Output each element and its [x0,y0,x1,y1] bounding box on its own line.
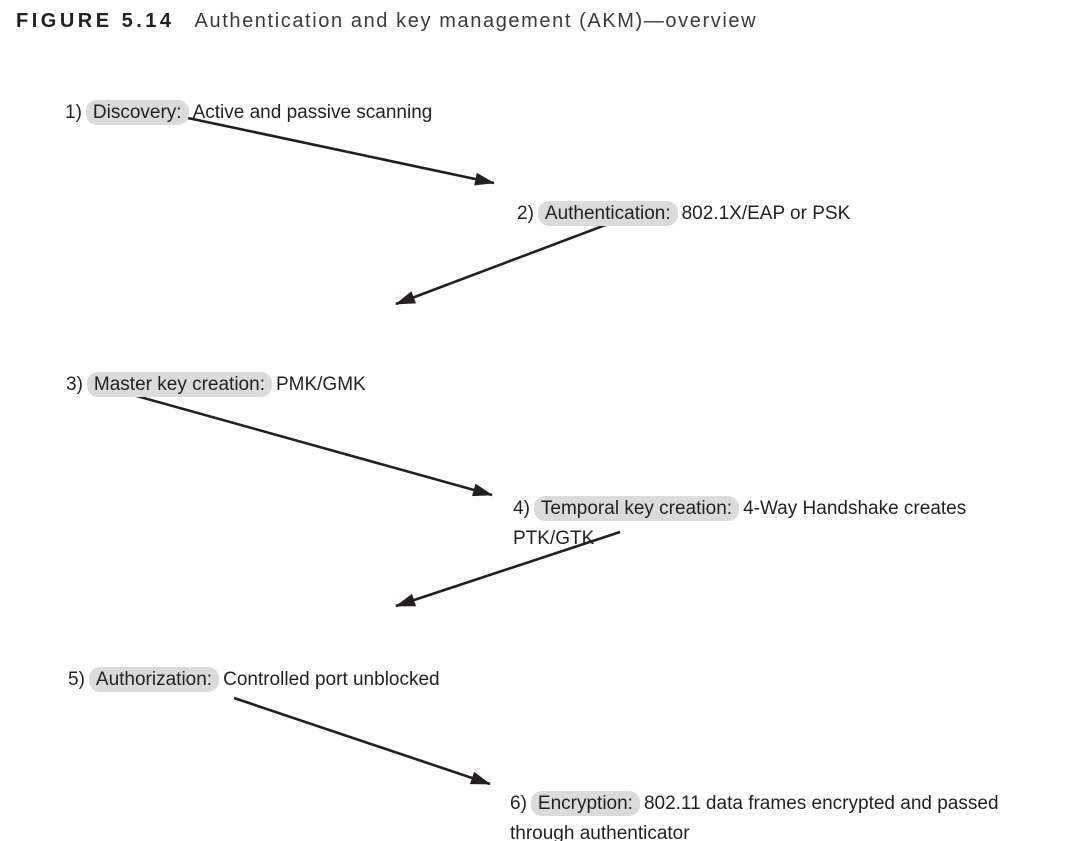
arrow-step3-to-step4 [107,386,493,497]
step-1-discovery: 1)Discovery:Active and passive scanning [65,68,432,128]
step-description: PMK/GMK [275,374,366,395]
step-label-highlight: Authentication: [537,201,678,226]
step-number: 3) [66,374,83,395]
step-description: Active and passive scanning [192,102,433,123]
step-3-master-key-creation: 3)Master key creation:PMK/GMK [66,340,366,400]
step-number: 2) [517,203,534,224]
step-label-highlight: Temporal key creation: [533,496,740,521]
step-4-temporal-key-creation: 4)Temporal key creation:4-Way Handshake … [513,464,966,554]
figure-caption: FIGURE 5.14 Authentication and key manag… [16,10,757,33]
step-number: 6) [510,793,527,814]
step-description: 4-Way Handshake creates PTK/GTK [513,498,967,549]
step-number: 4) [513,498,530,519]
step-6-encryption: 6)Encryption:802.11 data frames encrypte… [510,759,999,841]
step-label-highlight: Discovery: [85,100,189,125]
step-2-authentication: 2)Authentication:802.1X/EAP or PSK [517,169,850,229]
step-5-authorization: 5)Authorization:Controlled port unblocke… [68,635,440,695]
step-label-highlight: Authorization: [88,667,220,692]
step-number: 1) [65,102,82,123]
step-description: 802.11 data frames encrypted and passed … [510,793,999,841]
figure-title: Authentication and key management (AKM)—… [194,10,758,32]
step-label-highlight: Master key creation: [86,372,272,397]
step-label-highlight: Encryption: [530,791,640,816]
arrow-step5-to-step6 [233,696,491,786]
step-number: 5) [68,669,85,690]
step-description: Controlled port unblocked [223,669,440,690]
step-description: 802.1X/EAP or PSK [681,203,851,224]
figure-number-label: FIGURE 5.14 [16,10,175,32]
